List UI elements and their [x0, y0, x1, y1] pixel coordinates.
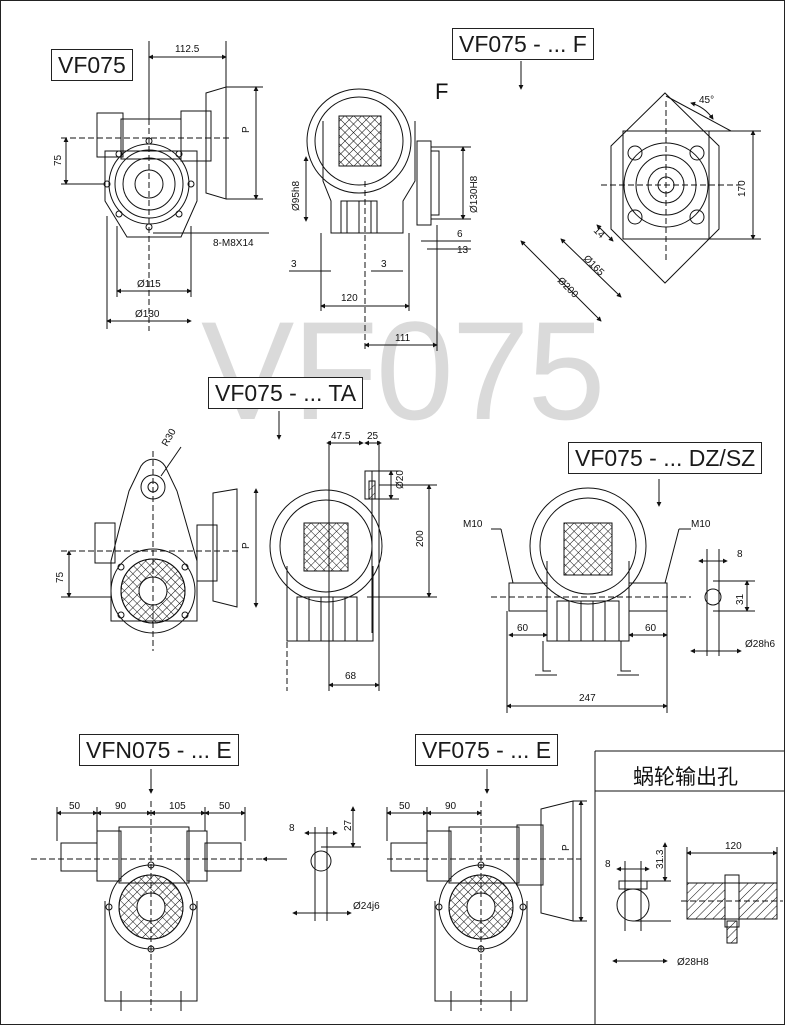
dim-50b: 50 — [219, 801, 231, 812]
flange-letter: F — [435, 79, 448, 104]
dim-28H8: Ø28H8 — [677, 957, 709, 968]
dim-8c: 8 — [605, 859, 611, 870]
dim-r30: R30 — [160, 427, 179, 449]
dim-p-3: P — [561, 844, 572, 851]
dim-60a: 60 — [517, 623, 529, 634]
dim-170: 170 — [737, 180, 748, 197]
view-flange-top — [520, 92, 761, 322]
dim-68: 68 — [345, 671, 357, 682]
label-vfn075-e: VFN075 - ... E — [79, 734, 239, 766]
label-vf075-dzsz: VF075 - ... DZ/SZ — [568, 442, 763, 474]
view-vfn075-e — [31, 801, 361, 1011]
dim-31-3: 31.3 — [655, 849, 666, 869]
view-vf075-e — [386, 800, 587, 1011]
dim-27: 27 — [343, 819, 354, 831]
dim-112-5: 112.5 — [175, 44, 200, 55]
label-arrows — [148, 61, 662, 794]
dim-60b: 60 — [645, 623, 657, 634]
dim-247: 247 — [579, 693, 596, 704]
dim-130h8: Ø130H8 — [469, 175, 480, 213]
dim-p-2: P — [241, 542, 252, 549]
watermark-text: VF075 — [201, 292, 605, 449]
dim-111: 111 — [395, 333, 411, 344]
dim-p-1: P — [241, 126, 252, 133]
dim-28h6: Ø28h6 — [745, 639, 775, 650]
label-vf075: VF075 — [51, 49, 133, 81]
dim-8b: 8 — [289, 823, 295, 834]
view-vf075-ta — [61, 446, 259, 651]
dim-13: 13 — [457, 245, 469, 256]
view-vf075-front — [61, 41, 269, 331]
label-vf075-e: VF075 - ... E — [415, 734, 559, 766]
dim-8a: 8 — [737, 549, 743, 560]
label-vf075-f: VF075 - ... F — [452, 28, 594, 60]
dim-50c: 50 — [399, 801, 411, 812]
dim-3b: 3 — [381, 259, 387, 270]
dim-3a: 3 — [291, 259, 297, 270]
dim-m8: 8-M8X14 — [213, 238, 254, 249]
dim-90a: 90 — [115, 801, 127, 812]
view-vf075-f-side — [289, 88, 471, 351]
dim-75-1: 75 — [53, 154, 64, 166]
dim-130: Ø130 — [135, 309, 160, 320]
dim-31: 31 — [735, 593, 746, 605]
dim-165: Ø165 — [581, 253, 606, 278]
dim-m10b: M10 — [691, 519, 711, 530]
view-vf075-ta-side — [269, 440, 437, 691]
dim-14: 14 — [591, 225, 607, 241]
dim-90b: 90 — [445, 801, 457, 812]
dim-200b: 200 — [415, 530, 426, 547]
view-worm-output-bore — [594, 750, 784, 1024]
dim-50a: 50 — [69, 801, 81, 812]
dim-120: 120 — [341, 293, 358, 304]
dim-24j6: Ø24j6 — [353, 901, 380, 912]
dim-6: 6 — [457, 229, 463, 240]
title-worm-output-bore: 蜗轮输出孔 — [633, 765, 738, 789]
dim-120b: 120 — [725, 841, 742, 852]
dim-115: Ø115 — [137, 279, 161, 290]
view-vf075-dzsz — [491, 487, 755, 713]
dim-75-2: 75 — [55, 571, 66, 583]
dim-20: Ø20 — [395, 470, 406, 489]
dim-45: 45° — [699, 95, 714, 106]
label-vf075-ta: VF075 - ... TA — [208, 377, 364, 409]
dim-25: 25 — [367, 431, 379, 442]
dim-95h8: Ø95h8 — [291, 181, 302, 211]
dim-47-5: 47.5 — [331, 431, 351, 442]
dim-m10a: M10 — [463, 519, 483, 530]
dim-105: 105 — [169, 801, 186, 812]
